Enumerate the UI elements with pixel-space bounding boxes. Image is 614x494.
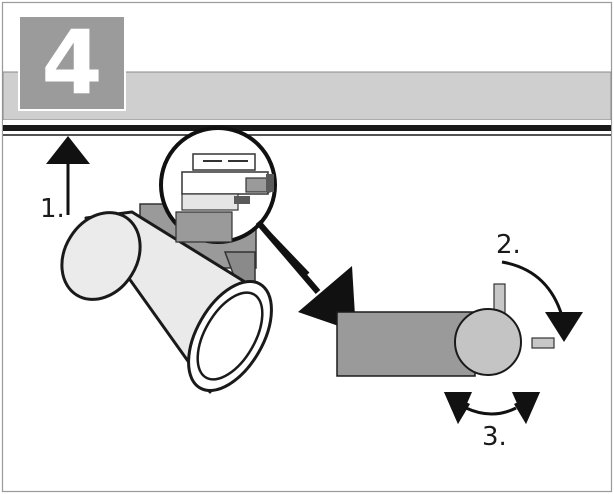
spotlight-body	[60, 210, 273, 394]
step-badge	[18, 15, 126, 111]
rotation-knob	[454, 308, 522, 376]
push-up-arrow-icon	[46, 136, 90, 215]
swivel-arrow-icon	[444, 392, 540, 424]
rotate-arrow-icon	[501, 260, 583, 342]
adapter-detail	[336, 283, 555, 377]
step-label-1: 1.	[40, 194, 65, 224]
step-label-2: 2.	[496, 230, 521, 260]
step-number: 4	[41, 11, 103, 114]
step-label-3: 3.	[482, 422, 507, 452]
